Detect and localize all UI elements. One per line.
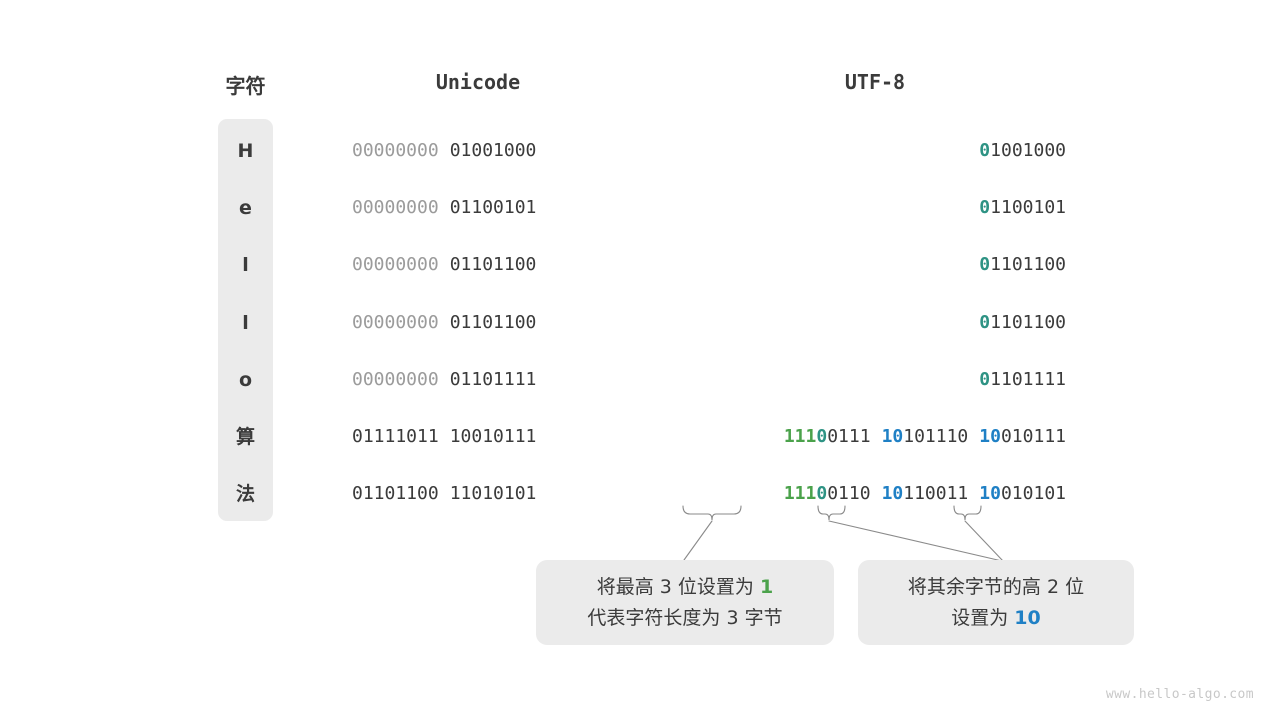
callout-right-line2: 设置为 10 (951, 603, 1041, 634)
unicode-high-byte: 01111011 (352, 426, 439, 447)
utf8-payload-bits: 010111 (1000, 426, 1066, 447)
utf8-marker-zero-bit: 0 (816, 483, 828, 505)
site-watermark: www.hello-algo.com (1105, 687, 1254, 702)
character-cell: o (238, 368, 253, 391)
unicode-high-byte: 00000000 (352, 197, 439, 219)
character-cell: 法 (235, 483, 255, 506)
character-cell: l (242, 311, 249, 334)
unicode-cell: 00000000 01101111 (352, 368, 536, 392)
unicode-cell: 00000000 01100101 (352, 196, 536, 220)
callout-right-line2-highlight: 10 (1014, 606, 1041, 629)
unicode-high-byte: 00000000 (352, 311, 439, 333)
callout-left-line1-highlight: 1 (759, 575, 774, 598)
utf8-marker-bits: 10 (979, 483, 1001, 505)
utf8-payload-bits: 1101111 (990, 368, 1066, 390)
utf8-payload-bits: 1101100 (990, 254, 1066, 276)
utf8-marker-bits: 0 (979, 368, 991, 390)
utf8-payload-bits: 1001000 (990, 140, 1066, 161)
utf8-marker-bits: 111 (783, 483, 817, 505)
unicode-low-byte: 11010101 (449, 483, 537, 505)
unicode-low-byte: 01101100 (449, 254, 537, 276)
utf8-cell: 11100111 10101110 10010111 (784, 425, 1066, 449)
utf8-payload-bits: 0111 (827, 426, 871, 447)
character-cell: 算 (235, 426, 255, 448)
character-cell: e (239, 197, 252, 220)
utf8-cell: 01101100 (979, 311, 1066, 335)
unicode-high-byte: 01101100 (352, 483, 439, 505)
callout-left-line1: 将最高 3 位设置为 1 (597, 572, 773, 603)
utf8-marker-bits: 10 (881, 426, 904, 447)
unicode-high-byte: 00000000 (352, 140, 439, 161)
callout-right-line2-text: 设置为 (951, 606, 1015, 629)
utf8-payload-bits: 0110 (827, 483, 871, 505)
utf8-marker-zero-bit: 0 (816, 426, 828, 447)
unicode-cell: 00000000 01101100 (352, 311, 536, 335)
utf8-cell: 11100110 10110011 10010101 (784, 482, 1066, 506)
utf8-marker-bits: 10 (979, 426, 1001, 447)
utf8-marker-bits: 0 (979, 197, 991, 219)
unicode-high-byte: 00000000 (352, 368, 439, 390)
utf8-cell: 01101100 (979, 253, 1066, 277)
unicode-cell: 00000000 01001000 (352, 139, 536, 163)
utf8-payload-bits: 010101 (1000, 483, 1066, 505)
unicode-cell: 01101100 11010101 (352, 482, 536, 506)
unicode-cell: 01111011 10010111 (352, 425, 536, 449)
callout-left-line2: 代表字符长度为 3 字节 (587, 606, 783, 629)
utf8-payload-bits: 1101100 (990, 311, 1066, 333)
utf8-cell: 01101111 (979, 368, 1066, 392)
utf8-marker-bits: 10 (881, 483, 904, 505)
utf8-payload-bits: 110011 (903, 483, 969, 505)
column-header-utf8: UTF-8 (844, 70, 906, 94)
callout-left-line1-text: 将最高 3 位设置为 (596, 575, 760, 598)
character-cell: l (242, 254, 249, 277)
utf8-payload-bits: 1100101 (990, 197, 1066, 219)
callout-right-line1: 将其余字节的高 2 位 (907, 575, 1085, 598)
unicode-low-byte: 01101100 (449, 311, 537, 333)
unicode-low-byte: 01100101 (449, 197, 537, 219)
utf8-marker-bits: 0 (979, 254, 991, 276)
unicode-high-byte: 00000000 (352, 254, 439, 276)
unicode-cell: 00000000 01101100 (352, 253, 536, 277)
utf8-marker-bits: 0 (979, 140, 991, 161)
column-header-unicode: Unicode (435, 70, 521, 94)
utf8-marker-bits: 111 (783, 426, 817, 447)
callout-continuation-bits: 将其余字节的高 2 位 设置为 10 (858, 560, 1134, 645)
utf8-cell: 01100101 (979, 196, 1066, 220)
character-cell: H (237, 140, 254, 162)
character-column-panel (218, 119, 273, 521)
unicode-low-byte: 01001000 (449, 140, 537, 161)
unicode-low-byte: 01101111 (449, 368, 537, 390)
utf8-payload-bits: 101110 (903, 426, 969, 447)
unicode-low-byte: 10010111 (449, 426, 537, 447)
utf8-marker-bits: 0 (979, 311, 991, 333)
column-header-char: 字符 (225, 74, 266, 98)
callout-leading-bits: 将最高 3 位设置为 1 代表字符长度为 3 字节 (536, 560, 834, 645)
utf8-cell: 01001000 (979, 139, 1066, 163)
